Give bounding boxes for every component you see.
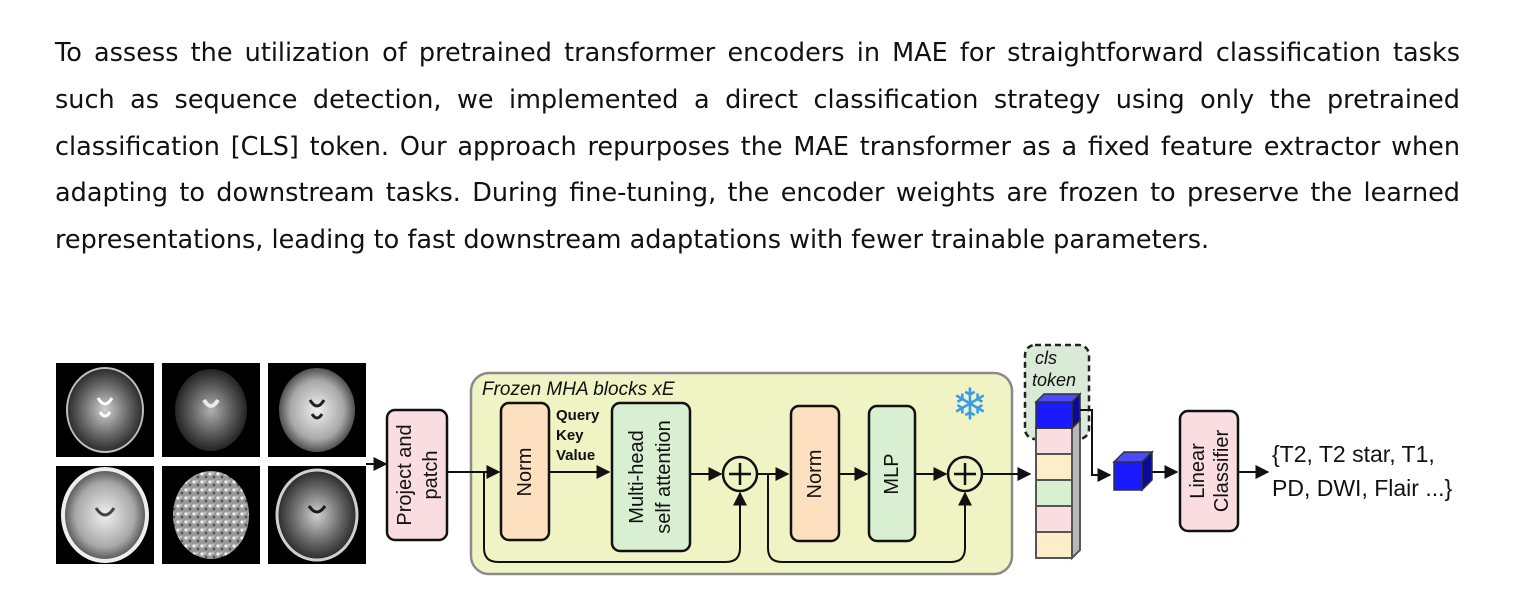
norm-box-2: Norm [789, 404, 841, 543]
project-patch-box: Project and patch [385, 408, 449, 542]
classifier-label-1: Linear [1187, 443, 1209, 499]
add-node-2 [946, 455, 984, 493]
mhsa-label-1: Multi-head [626, 430, 648, 523]
residual-connection-1 [483, 472, 747, 563]
mri-image-flair [268, 466, 366, 564]
mri-image-t2 [56, 363, 154, 457]
cls-cube [1034, 392, 1082, 430]
norm-box-1: Norm [499, 401, 551, 542]
output-line-2: PD, DWI, Flair ...} [1272, 475, 1453, 501]
snowflake-icon: ❄ [952, 380, 989, 431]
value-label: Value [556, 447, 595, 464]
add-node-1 [721, 455, 759, 493]
body-paragraph: To assess the utilization of pretrained … [55, 38, 1460, 256]
linear-classifier-box: Linear Classifier [1178, 409, 1240, 533]
mhsa-label-2: self attention [653, 420, 675, 533]
key-label: Key [556, 427, 584, 444]
mlp-label: MLP [881, 453, 903, 494]
mri-image-t2-star [56, 466, 154, 564]
extracted-cls-cube [1112, 450, 1154, 492]
mlp-box: MLP [867, 404, 917, 543]
cls-label: cls [1035, 348, 1057, 368]
token-stack [1035, 417, 1081, 561]
norm-label-2: Norm [804, 450, 826, 499]
project-patch-label-2: patch [420, 451, 442, 500]
frozen-block-label: Frozen MHA blocks xE [482, 379, 675, 400]
output-classes: {T2, T2 star, T1, PD, DWI, Flair ...} [1272, 441, 1453, 501]
output-line-1: {T2, T2 star, T1, [1272, 441, 1435, 467]
mhsa-box: Multi-head self attention [610, 401, 692, 553]
mri-image-pd [162, 466, 260, 564]
mri-image-t1 [268, 363, 366, 457]
residual-connection-2 [767, 474, 972, 563]
qkv-labels: Query Key Value [556, 407, 600, 464]
mri-image-dwi [162, 363, 260, 457]
norm-label-1: Norm [514, 448, 536, 497]
classifier-label-2: Classifier [1211, 430, 1233, 513]
token-label: token [1032, 370, 1076, 390]
query-label: Query [556, 407, 600, 424]
mri-image-grid [56, 363, 366, 564]
project-patch-label-1: Project and [394, 424, 416, 525]
